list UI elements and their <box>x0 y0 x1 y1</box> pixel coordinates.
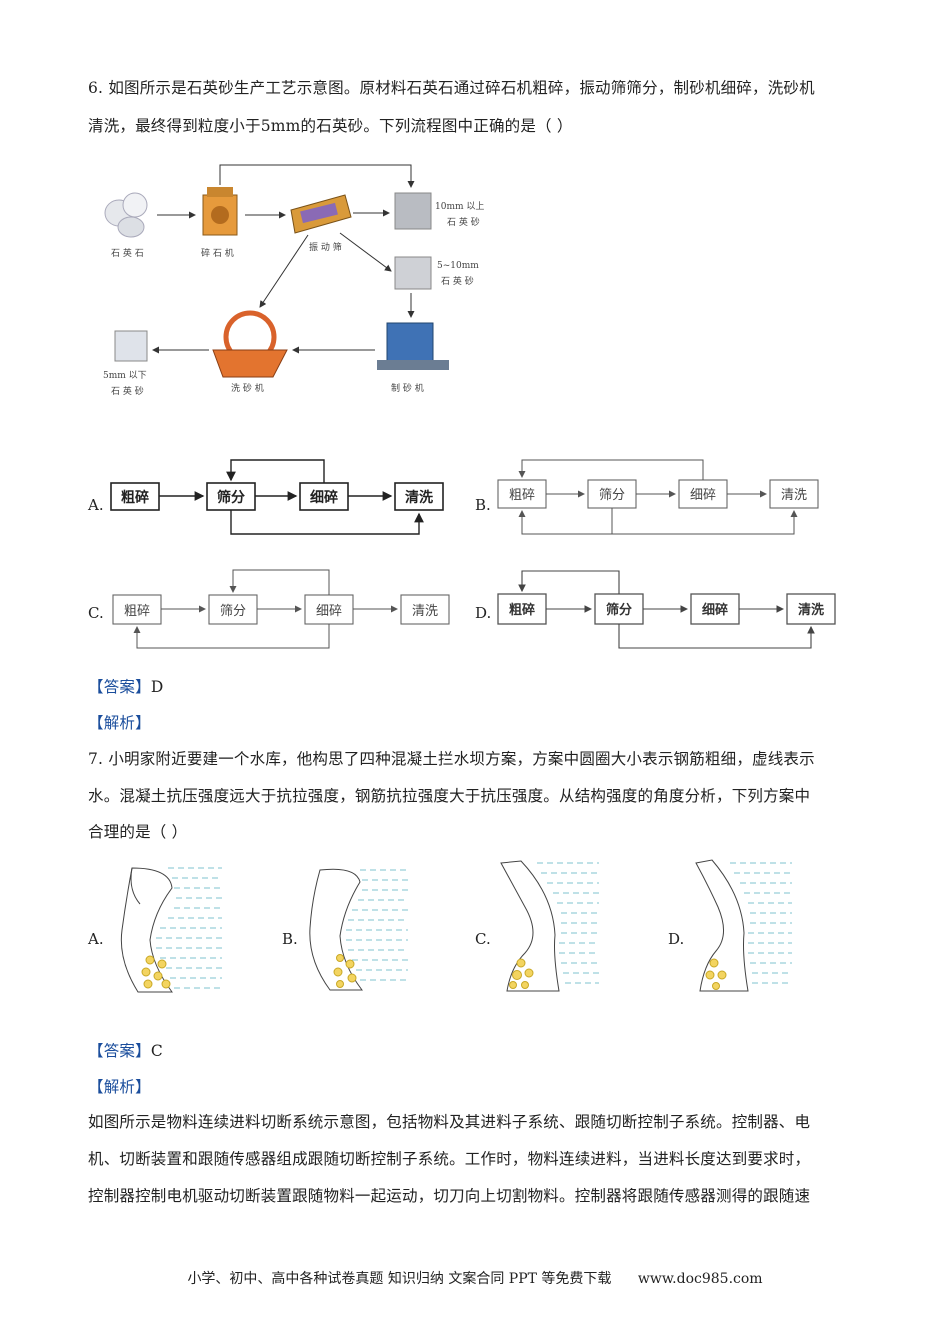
q7-option-d-dam <box>695 859 792 992</box>
q7-stem-line3: 合理的是（ ） <box>88 823 188 841</box>
page-footer: 小学、初中、高中各种试卷真题 知识归纳 文案合同 PPT 等免费下载 www.d… <box>0 1268 950 1288</box>
q6-option-d-flowchart: 粗碎 筛分 细碎 清洗 <box>497 570 836 649</box>
sand-5-10mm-image <box>394 256 432 290</box>
b-box-coarse: 粗碎 <box>509 488 535 503</box>
q7-option-a-label: A. <box>88 930 104 948</box>
fig-label-sand-maker: 制 砂 机 <box>391 382 424 394</box>
q7-answer-value: C <box>150 1042 163 1060</box>
figure-arrows <box>152 164 415 354</box>
quartz-process-figure: 石 英 石 碎 石 机 振 动 筛 10mm 以上 石 英 砂 5~10mm 石… <box>103 164 484 397</box>
next-line2: 机、切断装置和跟随传感器组成跟随切断控制子系统。工作时，物料连续进料，当进料长度… <box>88 1150 811 1168</box>
q6-answer: 【答案】D <box>88 675 163 697</box>
q6-answer-value: D <box>150 678 164 696</box>
sand-5mm-image <box>114 330 148 362</box>
q7-analysis-tag: 【解析】 <box>88 1078 151 1096</box>
fig-label-washer: 洗 砂 机 <box>231 382 264 394</box>
q7-option-c-label: C. <box>475 930 491 948</box>
q6-option-b-flowchart: 粗碎 筛分 细碎 清洗 <box>497 459 819 535</box>
fig-label-5-10mm-1: 5~10mm <box>437 261 479 271</box>
b-box-wash: 清洗 <box>781 488 807 503</box>
q7-option-b-label: B. <box>282 930 298 948</box>
q7-answer-tag: 【答案】 <box>88 1042 151 1060</box>
q6-analysis-tag: 【解析】 <box>88 714 151 732</box>
c-box-screen: 筛分 <box>220 604 246 619</box>
fig-label-crusher: 碎 石 机 <box>201 247 234 259</box>
fig-label-10mm-1: 10mm 以上 <box>435 201 484 212</box>
fig-label-screen: 振 动 筛 <box>309 241 342 253</box>
quartz-stone-image <box>104 192 148 238</box>
d-box-screen: 筛分 <box>606 602 632 618</box>
crusher-image <box>202 187 238 236</box>
sand-maker-image <box>377 322 449 370</box>
q6-option-b-label: B. <box>475 496 491 514</box>
fig-label-quartz: 石 英 石 <box>111 247 144 259</box>
q6-option-c-label: C. <box>88 604 104 622</box>
footer-site-link[interactable]: www.doc985.com <box>637 1271 763 1287</box>
a-box-wash: 清洗 <box>405 489 433 506</box>
next-line3: 控制器控制电机驱动切断装置跟随物料一起运动，切刀向上切割物料。控制器将跟随传感器… <box>88 1187 811 1205</box>
a-box-fine: 细碎 <box>310 489 338 506</box>
next-line1: 如图所示是物料连续进料切断系统示意图，包括物料及其进料子系统、跟随切断控制子系统… <box>88 1113 811 1131</box>
q7-stem-line1: 7. 小明家附近要建一个水库，他构思了四种混凝土拦水坝方案，方案中圆圈大小表示钢… <box>88 750 815 768</box>
sand-10mm-image <box>394 192 432 230</box>
q7-stem-line2: 水。混凝土抗压强度远大于抗拉强度，钢筋抗拉强度大于抗压强度。从结构强度的角度分析… <box>88 787 811 805</box>
q7-option-b-dam <box>309 868 408 991</box>
fig-label-5-10mm-2: 石 英 砂 <box>441 275 474 287</box>
b-box-fine: 细碎 <box>690 488 716 503</box>
b-box-screen: 筛分 <box>599 488 625 503</box>
footer-text: 小学、初中、高中各种试卷真题 知识归纳 文案合同 PPT 等免费下载 <box>187 1271 612 1287</box>
d-box-wash: 清洗 <box>798 602 824 618</box>
fig-label-5mm-1: 5mm 以下 <box>103 371 147 381</box>
a-box-coarse: 粗碎 <box>121 489 149 506</box>
vibrating-screen-image <box>290 194 352 234</box>
q6-stem-line2: 清洗，最终得到粒度小于5mm的石英砂。下列流程图中正确的是（ ） <box>88 117 573 135</box>
d-box-fine: 细碎 <box>702 602 728 618</box>
q6-option-a-label: A. <box>88 496 104 514</box>
c-box-coarse: 粗碎 <box>124 604 150 619</box>
fig-label-10mm-2: 石 英 砂 <box>447 216 480 228</box>
q6-option-d-label: D. <box>475 604 492 622</box>
q6-answer-tag: 【答案】 <box>88 678 151 696</box>
a-box-screen: 筛分 <box>217 489 245 506</box>
q7-option-a-dam <box>120 867 222 993</box>
c-box-wash: 清洗 <box>412 604 438 619</box>
sand-washer-image <box>212 310 288 378</box>
q6-option-c-flowchart: 粗碎 筛分 细碎 清洗 <box>112 569 450 649</box>
q6-stem-line1: 6. 如图所示是石英砂生产工艺示意图。原材料石英石通过碎石机粗碎，振动筛筛分，制… <box>88 79 815 97</box>
fig-label-5mm-2: 石 英 砂 <box>111 385 144 397</box>
q7-option-d-label: D. <box>668 930 685 948</box>
q6-option-a-flowchart: 粗碎 筛分 细碎 清洗 <box>110 459 444 535</box>
c-box-fine: 细碎 <box>316 604 342 619</box>
q7-answer: 【答案】C <box>88 1039 163 1061</box>
q7-option-c-dam <box>500 860 599 992</box>
d-box-coarse: 粗碎 <box>509 602 535 618</box>
